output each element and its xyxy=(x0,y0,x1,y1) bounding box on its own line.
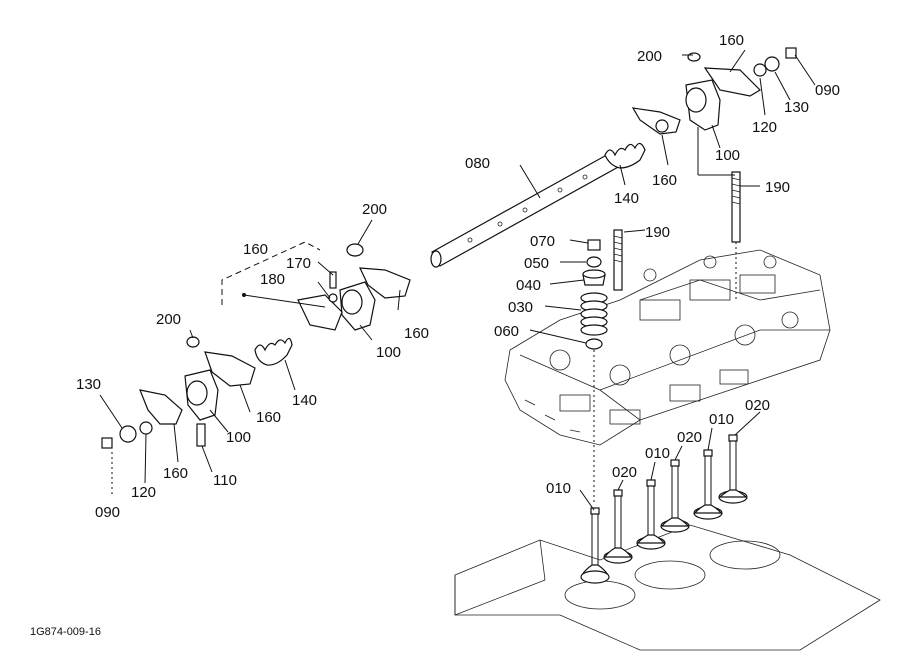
callout-170: 170 xyxy=(286,255,311,272)
callout-140-upper: 140 xyxy=(614,190,639,207)
callout-020-3: 020 xyxy=(745,397,770,414)
valve-spring-stack xyxy=(580,239,608,505)
callout-190-right: 190 xyxy=(765,179,790,196)
callout-140-lower: 140 xyxy=(292,392,317,409)
callout-160-bracket: 160 xyxy=(243,241,268,258)
upper-right-rocker-group xyxy=(631,47,797,176)
callout-020-2: 020 xyxy=(677,429,702,446)
middle-rocker-group xyxy=(242,243,411,331)
callout-160-bottom: 160 xyxy=(163,465,188,482)
callout-labels: 200 160 090 130 120 100 160 140 080 190 … xyxy=(76,32,840,521)
callout-020-1: 020 xyxy=(612,464,637,481)
callout-090-upper: 090 xyxy=(815,82,840,99)
callout-070: 070 xyxy=(530,233,555,250)
engine-block xyxy=(454,524,881,651)
callout-160-lower: 160 xyxy=(256,409,281,426)
callout-010-2: 010 xyxy=(645,445,670,462)
callout-100-middle: 100 xyxy=(376,344,401,361)
leader-lines xyxy=(99,49,816,511)
callout-100-lower: 100 xyxy=(226,429,251,446)
callout-190-middle: 190 xyxy=(645,224,670,241)
cylinder-head xyxy=(504,249,831,446)
callout-080: 080 xyxy=(465,155,490,172)
callout-160-middle: 160 xyxy=(404,325,429,342)
callout-110: 110 xyxy=(213,472,237,489)
springs-140 xyxy=(254,142,646,366)
callout-200-upper: 200 xyxy=(637,48,662,65)
rocker-shaft xyxy=(430,151,621,268)
callout-090-lower: 090 xyxy=(95,504,120,521)
valves xyxy=(580,434,748,584)
callout-130-lower: 130 xyxy=(76,376,101,393)
callout-130-upper: 130 xyxy=(784,99,809,116)
lower-left-rocker-group xyxy=(101,336,256,495)
callout-180: 180 xyxy=(260,271,285,288)
callout-010-3: 010 xyxy=(709,411,734,428)
assembly-bracket xyxy=(221,241,321,305)
callout-100-upper: 100 xyxy=(715,147,740,164)
callout-120-upper: 120 xyxy=(752,119,777,136)
callout-160-upper: 160 xyxy=(719,32,744,49)
callout-030: 030 xyxy=(508,299,533,316)
callout-060: 060 xyxy=(494,323,519,340)
callout-040: 040 xyxy=(516,277,541,294)
callout-050: 050 xyxy=(524,255,549,272)
diagram-reference-code: 1G874-009-16 xyxy=(30,626,101,638)
callout-200-middle: 200 xyxy=(362,201,387,218)
callout-200-lower: 200 xyxy=(156,311,181,328)
callout-120-lower: 120 xyxy=(131,484,156,501)
callout-010-1: 010 xyxy=(546,480,571,497)
callout-160-shaft: 160 xyxy=(652,172,677,189)
studs xyxy=(613,171,741,300)
